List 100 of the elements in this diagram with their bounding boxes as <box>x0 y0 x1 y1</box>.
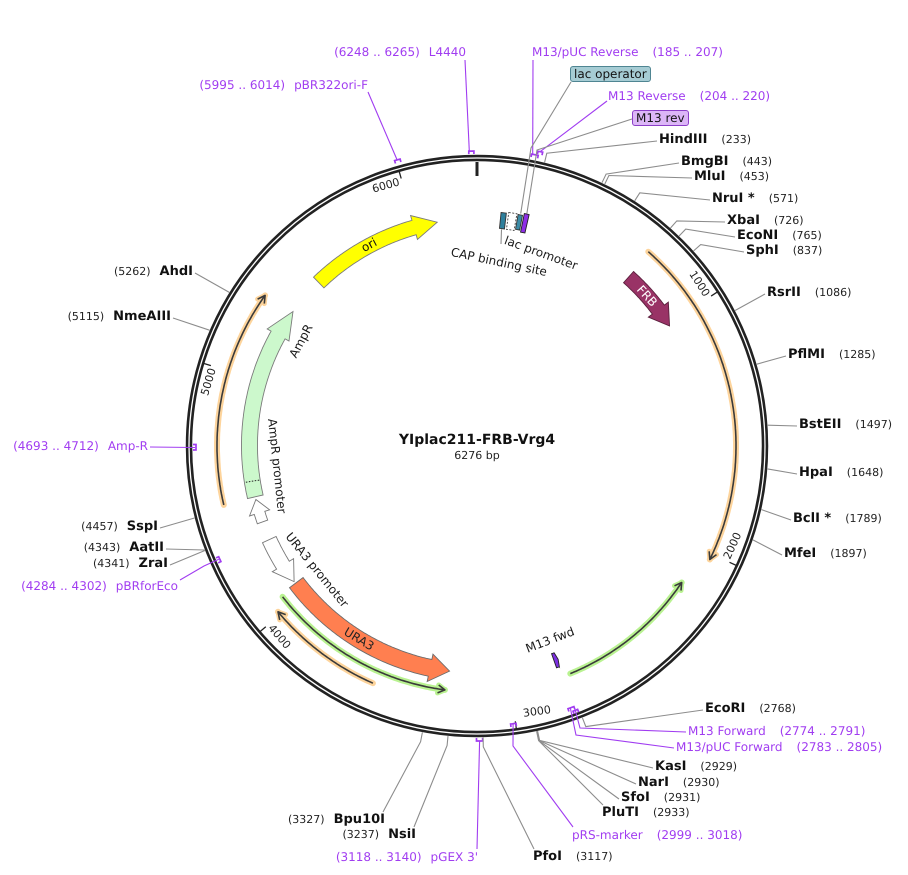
feature-label: AmpR promoter <box>265 418 289 514</box>
leader-line <box>160 517 195 529</box>
enzyme-name: PflMI <box>788 347 825 363</box>
enzyme-name: EcoRI <box>705 701 746 717</box>
leader-line <box>670 220 726 228</box>
primer-range: (2999 .. 3018) <box>656 827 742 843</box>
primer-name: pBR322ori-F <box>294 77 368 93</box>
primer-range: (4284 .. 4302) <box>21 578 107 594</box>
cut-position: (5262) <box>114 264 151 280</box>
leader-line <box>512 724 574 828</box>
feature-tag: lac operator <box>570 66 651 82</box>
cut-position: (443) <box>742 154 772 170</box>
cut-position: (2931) <box>664 790 700 806</box>
leader-line <box>768 424 798 427</box>
enzyme-name: Bpu10I <box>334 812 385 828</box>
leader-line <box>532 60 534 154</box>
primer-range: (3118 .. 3140) <box>336 849 422 865</box>
enzyme-name: BclI * <box>793 511 832 527</box>
leader-line <box>368 92 398 160</box>
leader-line <box>536 731 620 800</box>
leader-line <box>570 708 674 749</box>
enzyme-name: NruI * <box>712 191 755 207</box>
leader-line <box>582 709 704 728</box>
cut-position: (453) <box>739 169 770 185</box>
cut-position: (4343) <box>84 540 120 556</box>
feature-label: M13 fwd <box>524 624 576 656</box>
cut-position: (4457) <box>81 519 118 535</box>
leader-line <box>536 731 604 806</box>
leader-line <box>170 550 206 566</box>
leader-line <box>180 558 220 580</box>
enzyme-name: HpaI <box>799 465 833 481</box>
leader-line <box>464 60 470 152</box>
scale-label: 6000 <box>371 176 402 196</box>
primer-name: M13/pUC Reverse <box>532 44 638 60</box>
cut-position: (1789) <box>845 511 882 527</box>
primer-range: (204 .. 220) <box>700 88 770 104</box>
cut-position: (726) <box>774 213 804 229</box>
enzyme-name: BmgBI <box>681 154 729 170</box>
enzyme-name: NmeAIII <box>113 309 171 325</box>
cut-position: (765) <box>792 228 822 244</box>
plasmid-name: YIplac211-FRB-Vrg4 <box>398 431 556 449</box>
leader-line <box>602 162 680 183</box>
cut-position: (2933) <box>652 805 690 821</box>
primer-range: (2783 .. 2805) <box>796 739 882 755</box>
enzyme-name: NarI <box>638 775 669 791</box>
leader-line <box>768 468 798 475</box>
cut-position: (1897) <box>830 546 867 562</box>
enzyme-name: SfoI <box>621 790 650 806</box>
primer-name: M13 Reverse <box>608 88 686 104</box>
primer-name: M13 Forward <box>688 723 766 739</box>
primer-range: (4693 .. 4712) <box>13 438 99 454</box>
leader-line <box>476 740 480 850</box>
enzyme-name: PfoI <box>533 849 562 865</box>
leader-line <box>537 730 654 769</box>
cut-position: (233) <box>721 132 752 148</box>
leader-line <box>172 317 210 331</box>
enzyme-name: PluTI <box>602 805 639 821</box>
plasmid-size: 6276 bp <box>454 449 500 463</box>
feature-box <box>504 210 518 232</box>
primer-range: (2774 .. 2791) <box>780 723 866 739</box>
leader-line <box>574 710 686 733</box>
cut-position: (3327) <box>288 812 325 828</box>
cut-position: (2768) <box>759 701 796 717</box>
cut-position: (1648) <box>846 465 884 481</box>
primer-name: pGEX 3' <box>430 849 478 865</box>
enzyme-name: AhdI <box>160 264 193 280</box>
enzyme-name: MluI <box>694 169 726 185</box>
leader-line <box>482 737 534 850</box>
primer-name: M13/pUC Forward <box>676 739 783 755</box>
primer-range: (5995 .. 6014) <box>199 77 286 93</box>
feature-label: ori <box>358 236 379 256</box>
feature-block <box>312 214 439 290</box>
feature-box <box>498 210 508 230</box>
leader-line <box>761 509 792 521</box>
leader-line <box>604 174 692 184</box>
feature-tag: M13 rev <box>632 110 689 126</box>
enzyme-name: MfeI <box>784 546 816 562</box>
enzyme-name: KasI <box>655 759 686 775</box>
primer-range: (185 .. 207) <box>652 44 723 60</box>
leader-line <box>734 294 766 311</box>
cut-position: (3237) <box>342 827 380 843</box>
primer-name: pBRforEco <box>116 578 178 594</box>
enzyme-name: BstEII <box>799 417 842 433</box>
leader-line <box>634 192 710 202</box>
feature-block <box>248 498 271 525</box>
leader-line <box>520 82 572 214</box>
cut-position: (571) <box>768 191 798 207</box>
leader-line <box>526 118 632 214</box>
leader-line <box>752 539 782 556</box>
leader-line <box>382 732 423 812</box>
cut-position: (4341) <box>92 556 130 572</box>
primer-name: L4440 <box>428 44 466 60</box>
primer-name: pRS-marker <box>572 827 643 843</box>
leader-line <box>678 228 736 238</box>
enzyme-name: HindIII <box>659 132 708 148</box>
scale-label: 2000 <box>722 530 744 562</box>
enzyme-name: XbaI <box>727 213 760 229</box>
leader-line <box>540 100 608 152</box>
leader-line <box>544 140 658 163</box>
scale-label: 5000 <box>200 367 220 398</box>
